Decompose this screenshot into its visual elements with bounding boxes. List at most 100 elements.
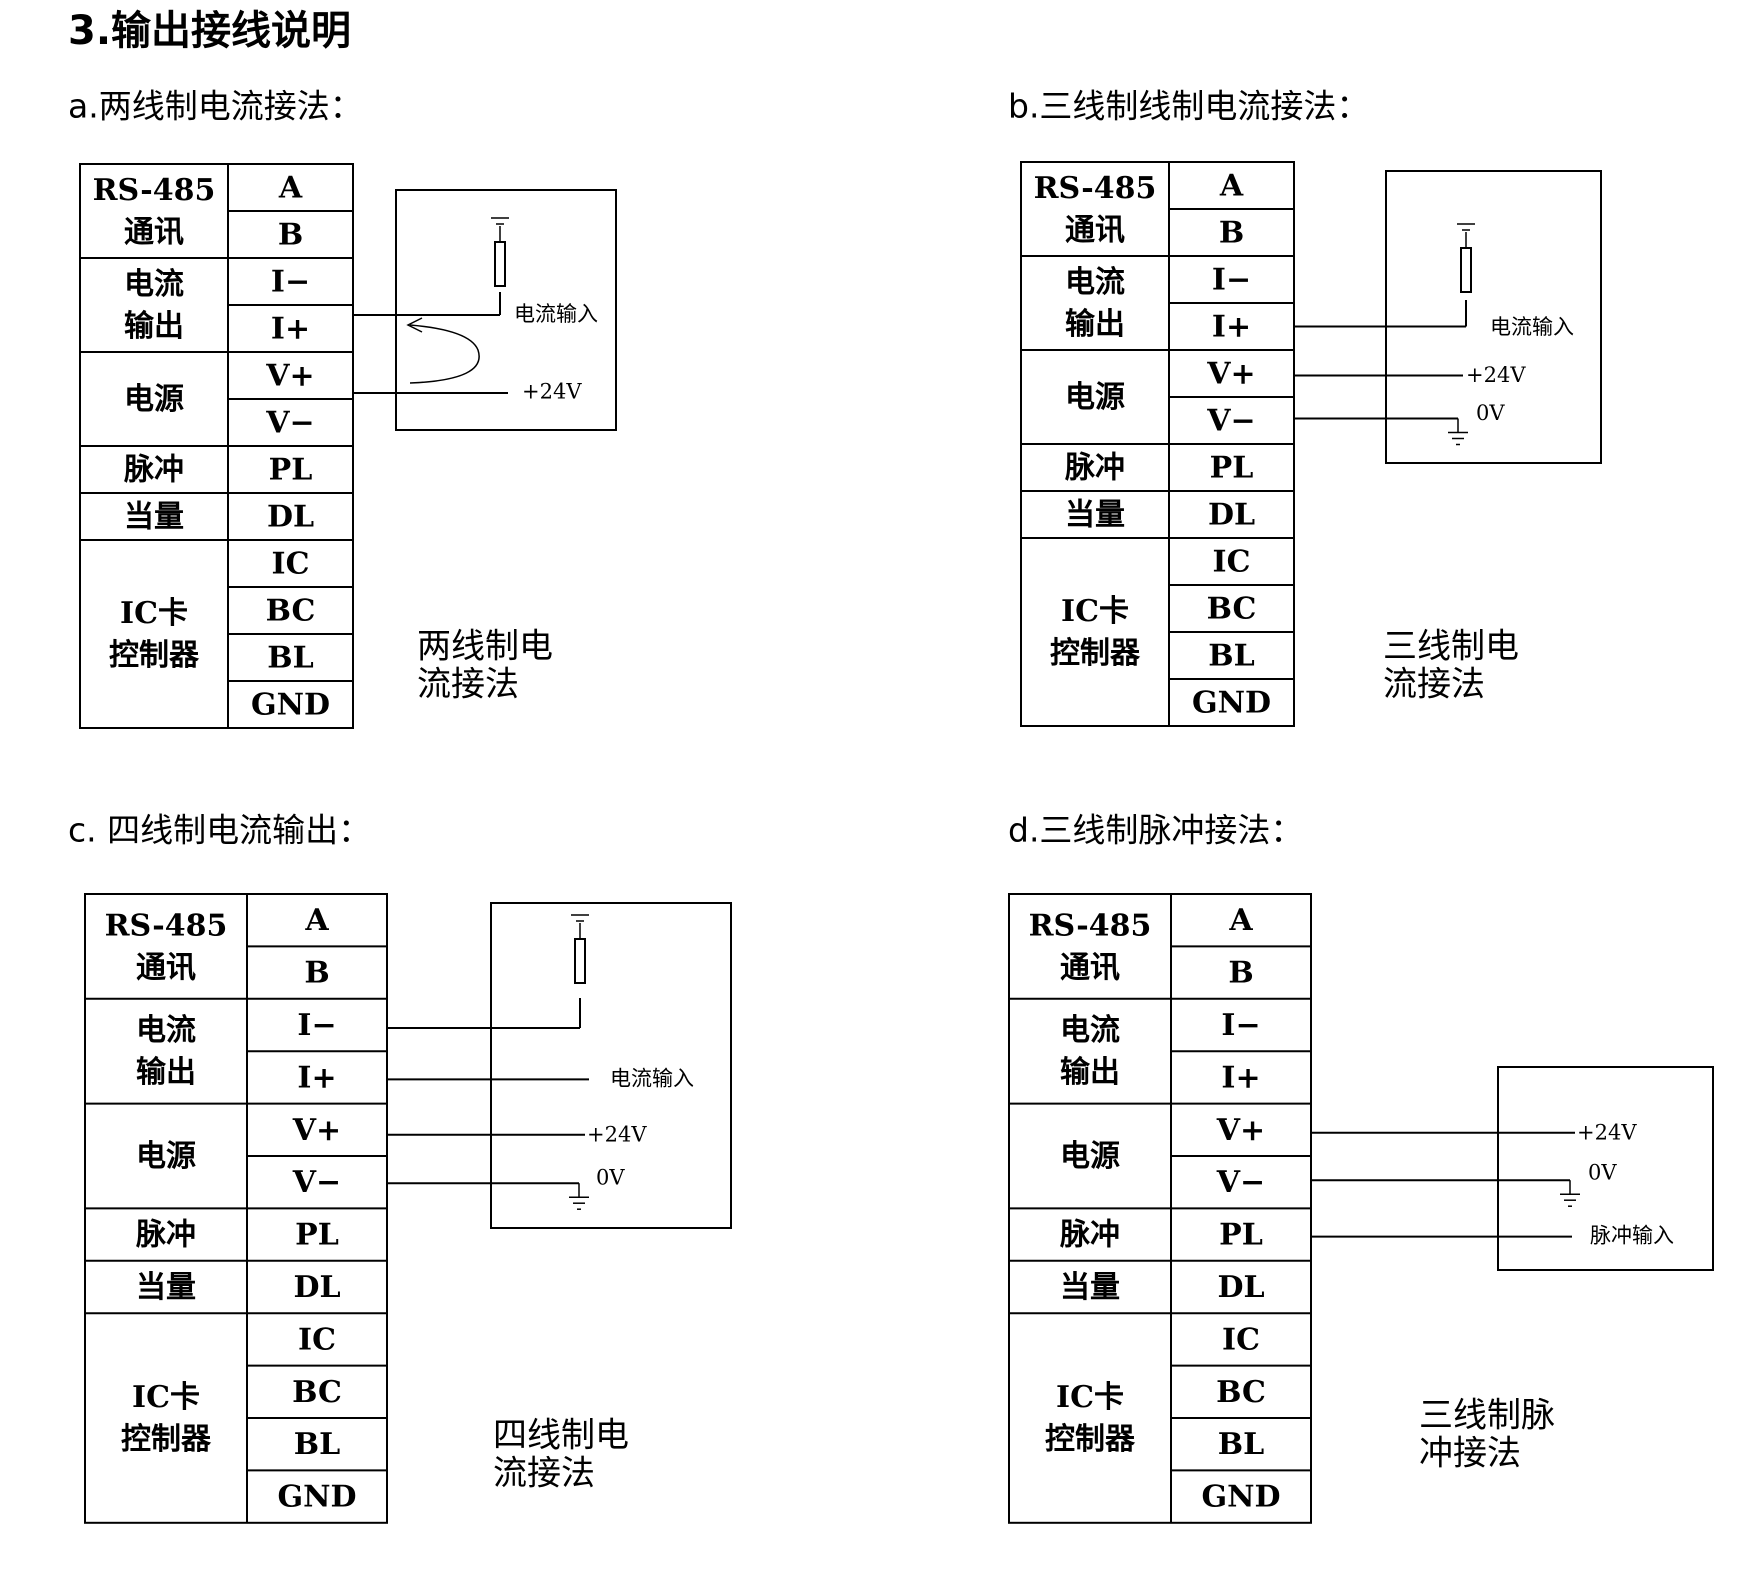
terminal-label: I+: [297, 1060, 336, 1095]
terminal-label: GND: [277, 1480, 356, 1515]
ground-icon: [1448, 418, 1468, 446]
group-label: 电源: [136, 1139, 196, 1174]
terminal-label: B: [1219, 216, 1244, 251]
terminal-label: BL: [294, 1427, 340, 1462]
terminal-label: V+: [1216, 1113, 1265, 1148]
terminal-label: DL: [1217, 1270, 1264, 1305]
terminal-label: BL: [267, 641, 313, 676]
group-label: 当量: [136, 1270, 196, 1305]
instrument-box: [1385, 170, 1602, 464]
resistor-body: [574, 938, 586, 984]
resistor-icon: [571, 914, 589, 984]
group-label: 通讯: [1065, 213, 1125, 248]
terminal-label: I+: [1221, 1060, 1260, 1095]
terminal-label: PL: [295, 1218, 339, 1253]
terminal-label: V−: [1206, 404, 1255, 439]
terminal-label: B: [278, 218, 303, 253]
group-label: 脉冲: [1060, 1218, 1120, 1253]
group-label: 控制器: [1045, 1422, 1136, 1457]
instrument-box: [395, 189, 617, 431]
terminal-label: PL: [1210, 451, 1254, 486]
diagram-note: 两线制电: [417, 627, 553, 667]
terminal-label: PL: [269, 453, 313, 488]
current-input-label: 电流输入: [514, 302, 598, 326]
group-label: 电流: [1060, 1013, 1120, 1048]
terminal-label: GND: [1192, 686, 1271, 721]
terminal-label: I+: [1212, 310, 1251, 345]
terminal-label: I−: [297, 1008, 336, 1043]
instrument-box: [1497, 1066, 1714, 1271]
diagram-c: c. 四线制电流输出：ABI−I+V+V−PLDLICBCBLGNDRS-485…: [68, 811, 732, 1524]
terminal-label: A: [1219, 169, 1244, 204]
resistor-body: [494, 241, 506, 287]
diagram-note: 四线制电: [493, 1416, 629, 1456]
group-label: 电源: [1060, 1139, 1120, 1174]
ground-icon: [569, 1183, 589, 1210]
group-label: 当量: [1060, 1270, 1120, 1305]
terminal-label: GND: [1201, 1480, 1280, 1515]
loop-arrow: [409, 324, 480, 384]
terminal-label: I+: [271, 312, 310, 347]
group-label: 输出: [1065, 307, 1125, 342]
terminal-label: BC: [1207, 592, 1257, 627]
group-label: 电源: [1065, 380, 1125, 415]
group-label: 输出: [1060, 1055, 1120, 1090]
terminal-label: BC: [266, 594, 316, 629]
diagram-note: 流接法: [493, 1454, 595, 1494]
terminal-label: BC: [1216, 1375, 1266, 1410]
group-label: 电流: [1065, 265, 1125, 300]
diagram-note: 冲接法: [1419, 1434, 1521, 1474]
v24-label: +24V: [522, 380, 582, 404]
resistor-icon: [491, 217, 509, 287]
current-input-label: 电流输入: [610, 1066, 694, 1090]
terminal-label: BL: [1208, 639, 1254, 674]
diagram-b: b.三线制线制电流接法：ABI−I+V+V−PLDLICBCBLGNDRS-48…: [1008, 87, 1602, 727]
terminal-label: V−: [1216, 1165, 1265, 1200]
resistor-body: [1460, 247, 1472, 293]
terminal-label: B: [1228, 956, 1253, 991]
group-label: RS-485: [93, 173, 216, 208]
group-label: IC卡: [132, 1380, 200, 1415]
group-label: 脉冲: [1065, 451, 1125, 486]
terminal-label: IC: [1213, 545, 1251, 580]
diagram-subtitle: b.三线制线制电流接法：: [1008, 87, 1369, 126]
v0-label: 0V: [1476, 401, 1505, 425]
terminal-label: DL: [1208, 498, 1255, 533]
v24-label: +24V: [1466, 363, 1526, 387]
terminal-label: V+: [1206, 357, 1255, 392]
diagram-subtitle: d.三线制脉冲接法：: [1008, 811, 1303, 850]
group-label: RS-485: [1029, 908, 1152, 943]
v0-label: 0V: [596, 1166, 625, 1190]
group-label: 输出: [124, 309, 184, 344]
diagram-a: a.两线制电流接法：ABI−I+V+V−PLDLICBCBLGNDRS-485通…: [68, 87, 617, 729]
terminal-label: IC: [272, 547, 310, 582]
ground-icon: [1560, 1180, 1580, 1207]
terminal-label: B: [304, 956, 329, 991]
v24-label: +24V: [1577, 1120, 1637, 1144]
arrow-icon: [406, 317, 423, 333]
terminal-label: GND: [251, 688, 330, 723]
group-label: 控制器: [1050, 636, 1141, 671]
terminal-label: A: [304, 903, 329, 938]
group-label: 电流: [124, 267, 184, 302]
v0-label: 0V: [1588, 1161, 1617, 1185]
diagram-note: 三线制电: [1383, 627, 1519, 667]
terminal-label: BL: [1218, 1427, 1264, 1462]
diagram-note: 流接法: [417, 665, 519, 705]
terminal-label: I−: [1221, 1008, 1260, 1043]
group-label: 通讯: [136, 950, 196, 985]
current-input-label: 电流输入: [1490, 315, 1574, 339]
group-label: 通讯: [124, 215, 184, 250]
terminal-table: ABI−I+V+V−PLDLICBCBLGNDRS-485通讯电流输出电源脉冲当…: [84, 893, 388, 1524]
group-label: RS-485: [105, 908, 228, 943]
group-label: 电流: [136, 1013, 196, 1048]
section-title: 3.输出接线说明: [68, 8, 351, 54]
group-label: 控制器: [121, 1422, 212, 1457]
terminal-label: IC: [298, 1322, 336, 1357]
group-label: 当量: [124, 500, 184, 535]
group-label: IC卡: [1056, 1380, 1124, 1415]
group-label: 通讯: [1060, 950, 1120, 985]
terminal-label: V+: [292, 1113, 341, 1148]
group-label: 当量: [1065, 498, 1125, 533]
